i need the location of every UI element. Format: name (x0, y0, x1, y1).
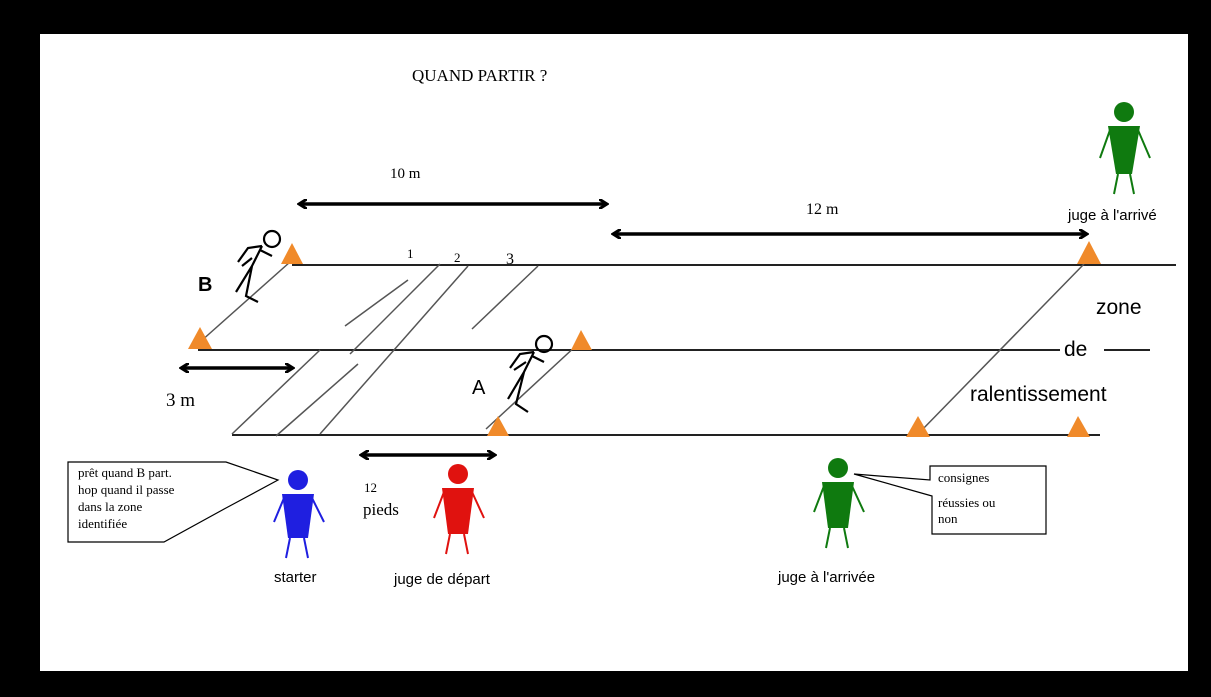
cone-icon (1067, 416, 1090, 437)
label-10m: 10 m (390, 166, 421, 182)
finish-judge-bottom-label: juge à l'arrivée (777, 569, 875, 586)
slow-zone-line3: ralentissement (970, 383, 1107, 406)
judge-bubble-line3: non (938, 511, 958, 526)
runner-a-label: A (472, 377, 486, 399)
label-12: 12 (364, 480, 377, 495)
judge-speech-bubble (853, 465, 1047, 535)
diagonal-a-start (485, 343, 579, 430)
cones (188, 241, 1101, 437)
diagonal-b-start (199, 261, 291, 343)
cone-icon (188, 327, 212, 349)
label-pieds: pieds (363, 500, 399, 519)
slow-zone-line2: de (1064, 338, 1087, 361)
runner-b-label: B (198, 274, 212, 296)
diagonal-zone-1a (344, 279, 409, 327)
zone-number-1: 1 (407, 246, 414, 261)
diagonal-zone-2a (349, 263, 441, 355)
runner-b-icon (235, 229, 282, 303)
zone-diagonals (199, 261, 1085, 437)
start-judge-icon (433, 464, 485, 555)
judge-bubble-line1: consignes (938, 470, 989, 485)
runner-a-icon (507, 334, 554, 413)
finish-judge-top-label: juge à l'arrivé (1067, 207, 1157, 224)
diagonal-zone-3b (471, 265, 539, 330)
start-judge-label: juge de départ (393, 571, 491, 588)
distance-arrows (182, 204, 1086, 455)
diagonal-zone-1b (231, 349, 321, 435)
diagonal-zone-3a (319, 265, 469, 435)
zone-number-2: 2 (454, 250, 461, 265)
starter-bubble-line1: prêt quand B part. (78, 465, 172, 480)
diagram-title: QUAND PARTIR ? (412, 66, 547, 85)
starter-speech-bubble (67, 461, 280, 543)
diagram-canvas: QUAND PARTIR ? 1 2 (40, 34, 1188, 671)
slow-zone-line1: zone (1096, 296, 1142, 319)
starter-bubble-line4: identifiée (78, 516, 127, 531)
cone-icon (571, 330, 592, 350)
starter-bubble-line2: hop quand il passe (78, 482, 175, 497)
track-lines (198, 264, 1176, 436)
cone-icon (281, 243, 303, 264)
diagonal-zone-2b (275, 363, 359, 437)
diagonal-finish (919, 263, 1085, 433)
finish-judge-bottom-icon (813, 458, 865, 549)
zone-number-3: 3 (506, 251, 514, 268)
cone-icon (487, 416, 509, 436)
cone-icon (1077, 241, 1101, 264)
relay-diagram: QUAND PARTIR ? 1 2 (67, 66, 1176, 588)
finish-judge-top-icon (1099, 102, 1151, 195)
label-3m: 3 m (166, 390, 195, 411)
cone-icon (906, 416, 930, 437)
starter-label: starter (274, 569, 317, 586)
label-12m: 12 m (806, 201, 839, 218)
judge-bubble-line2: réussies ou (938, 495, 996, 510)
starter-icon (273, 470, 325, 559)
starter-bubble-line3: dans la zone (78, 499, 142, 514)
